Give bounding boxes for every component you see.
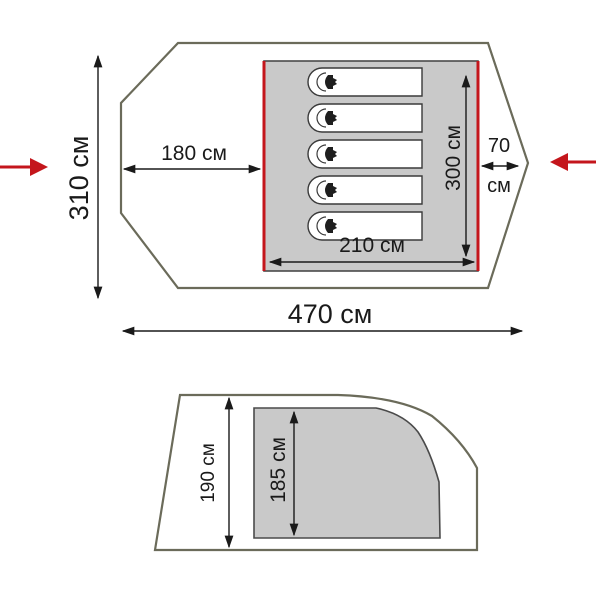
inner-tent-side	[253, 407, 441, 539]
sleeping-bag-icon	[307, 139, 423, 169]
dimension-label-total-length: 470 см	[288, 299, 373, 329]
sleeping-bag-icon	[307, 103, 423, 133]
entrance-arrow-right-icon	[550, 153, 596, 171]
dimension-label-inner-height: 185 см	[267, 437, 290, 503]
entrance-arrow-left-icon	[0, 158, 48, 176]
sleeping-bag-icon	[307, 67, 423, 97]
dimension-label-width: 310 см	[64, 136, 94, 221]
sleeping-bag-icon	[307, 211, 423, 241]
sleeping-bag-icon	[307, 175, 423, 205]
dimension-label-rear-number: 70	[488, 135, 510, 157]
dimension-label-inner-length: 210 см	[339, 234, 405, 257]
dimension-label-outer-height: 190 см	[198, 443, 219, 503]
dimension-label-inner-width: 300 см	[442, 125, 465, 191]
side-view: 190 см 185 см	[153, 393, 479, 552]
dimension-label-vestibule: 180 см	[161, 142, 227, 165]
sleeping-bags	[307, 67, 423, 241]
top-view: 310 см 180 см 300 см 70 см 210 см 470 см	[0, 41, 596, 336]
dimension-label-rear-unit: см	[487, 175, 511, 197]
